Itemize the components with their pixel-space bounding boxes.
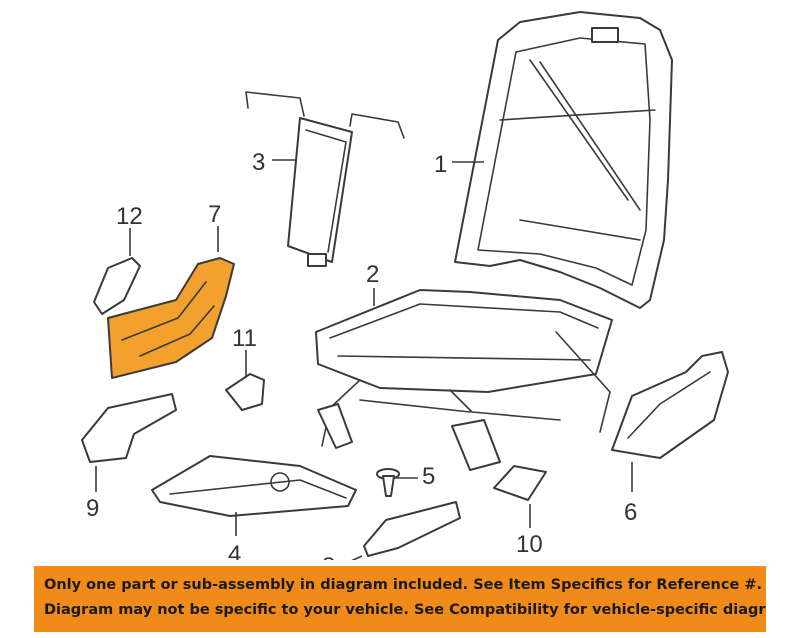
callout-1: 1: [434, 151, 447, 178]
callout-12: 12: [116, 203, 143, 230]
part-10-clip: [493, 465, 547, 501]
disclaimer-line-1: Only one part or sub-assembly in diagram…: [44, 577, 762, 593]
part-2-seat-track: [315, 289, 613, 471]
part-3-seatback-panel: [245, 91, 405, 267]
part-7-side-shield: [107, 257, 235, 379]
part-5-screw: [376, 468, 400, 497]
part-6-outer-shield: [611, 351, 729, 459]
callout-5: 5: [422, 463, 435, 490]
seat-parts-diagram: 1 2 3 4 5 6 7 8 9 10 11 12: [81, 11, 729, 560]
callout-3: 3: [252, 149, 265, 176]
part-1-seatback-frame: [454, 11, 673, 309]
part-8-track-cover: [363, 501, 461, 557]
disclaimer-line-2: Diagram may not be specific to your vehi…: [44, 602, 766, 618]
callout-6: 6: [624, 499, 637, 526]
callout-4: 4: [228, 541, 241, 560]
callout-7: 7: [208, 201, 221, 228]
callout-2: 2: [366, 261, 379, 288]
part-12-trim-cover: [93, 257, 141, 315]
disclaimer-banner: Only one part or sub-assembly in diagram…: [34, 566, 766, 632]
callout-11: 11: [232, 325, 257, 352]
callout-8: 8: [322, 553, 335, 560]
part-9-lower-trim: [81, 393, 177, 463]
leader-lines: [95, 159, 633, 560]
part-4-cross-bracket: [151, 455, 357, 517]
callout-10: 10: [516, 531, 543, 558]
part-11-bracket: [225, 373, 265, 411]
callout-9: 9: [86, 495, 99, 522]
